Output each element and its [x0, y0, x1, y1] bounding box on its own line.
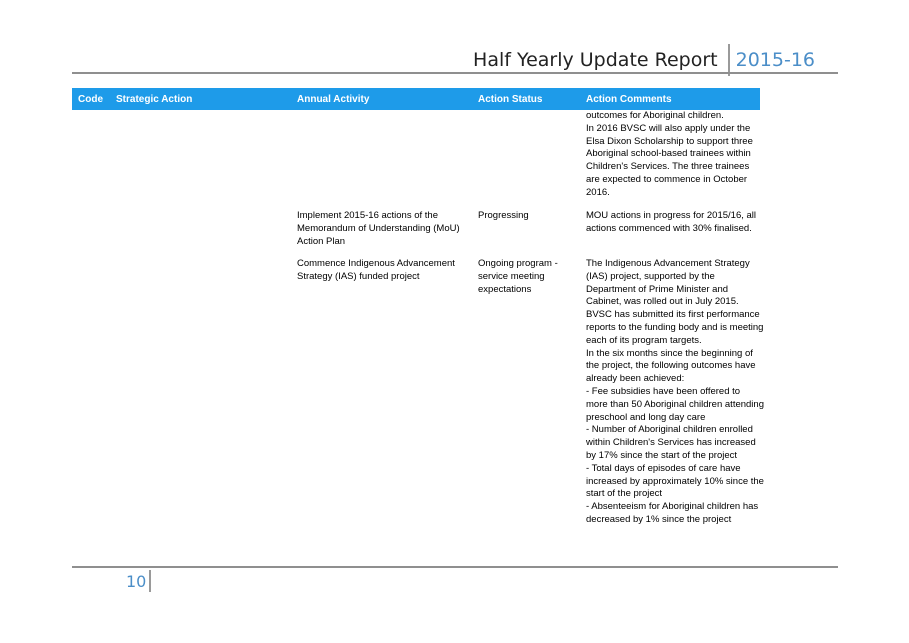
column-header-action-status: Action Status	[478, 94, 543, 105]
page-number: 10	[126, 572, 147, 591]
column-header-code: Code	[78, 94, 103, 105]
report-title-text: Half Yearly Update Report	[473, 49, 718, 71]
table-row-3-activity: Commence Indigenous Advancement Strategy…	[297, 258, 455, 282]
table-header-row: Code Strategic Action Annual Activity Ac…	[72, 88, 760, 110]
page-number-separator	[149, 570, 151, 592]
title-separator	[727, 44, 730, 76]
header-divider	[72, 72, 838, 74]
footer-divider	[72, 566, 838, 568]
table-row-3-comment: The Indigenous Advancement Strategy (IAS…	[586, 258, 764, 525]
column-header-action-comments: Action Comments	[586, 94, 672, 105]
comment-text: outcomes for Aboriginal children. In 201…	[586, 110, 753, 198]
table-row-1-comment: outcomes for Aboriginal children. In 201…	[586, 110, 764, 200]
table-row-2-comment: MOU actions in progress for 2015/16, all…	[586, 210, 757, 234]
column-header-annual-activity: Annual Activity	[297, 94, 370, 105]
table-row-2-activity: Implement 2015-16 actions of the Memoran…	[297, 210, 460, 247]
table-row-3-status: Ongoing program - service meeting expect…	[478, 258, 558, 295]
table-row-2-status: Progressing	[478, 210, 529, 221]
report-year: 2015-16	[735, 49, 815, 71]
report-title: Half Yearly Update Report 2015-16	[473, 44, 815, 76]
column-header-strategic-action: Strategic Action	[116, 94, 193, 105]
